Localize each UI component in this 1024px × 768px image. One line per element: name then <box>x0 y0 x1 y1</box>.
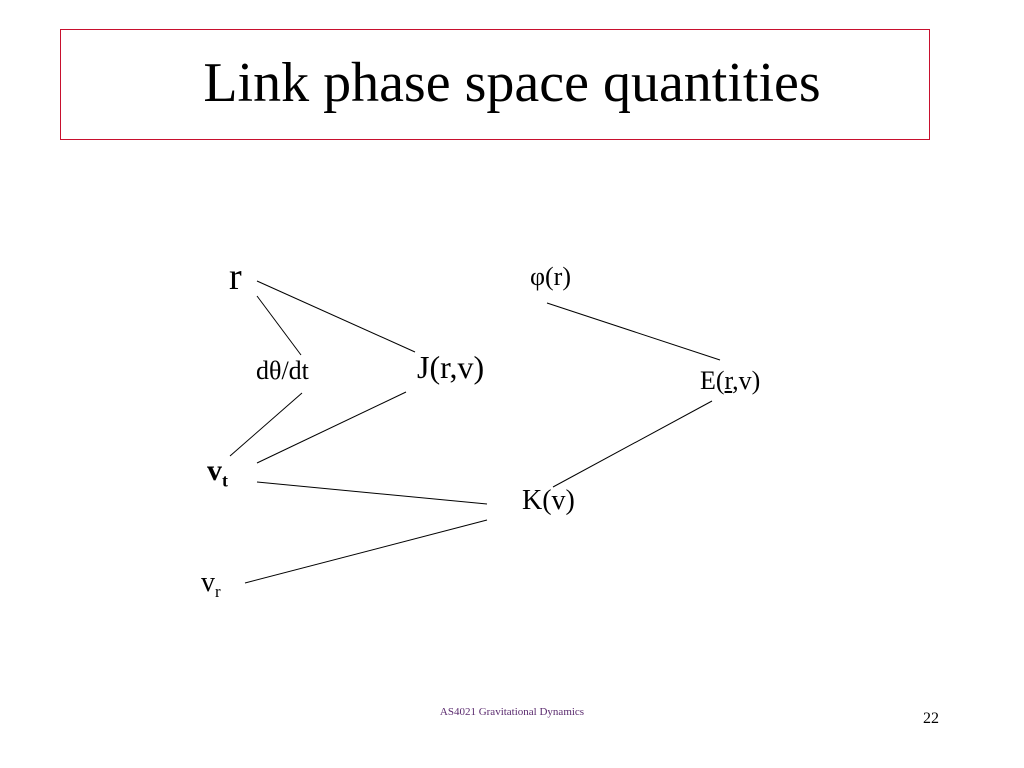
link-e-k <box>552 400 713 488</box>
slide-title: Link phase space quantities <box>203 52 821 114</box>
page-number: 22 <box>923 710 939 727</box>
link-j-vt <box>256 391 407 464</box>
link-r-j <box>256 280 416 353</box>
slide-footer: AS4021 Gravitational Dynamics <box>439 706 585 718</box>
node-v-t: vt <box>207 454 228 490</box>
node-k-v: K(v) <box>522 485 575 516</box>
link-phi-e <box>546 302 721 361</box>
link-vt-k <box>256 481 488 505</box>
node-v-t-base: v <box>207 454 222 487</box>
node-e-rv: E(r,v) <box>700 368 760 394</box>
node-phi-r: φ(r) <box>530 262 571 291</box>
title-box <box>60 29 930 140</box>
node-v-r-base: v <box>201 567 215 598</box>
link-r-dtheta <box>256 295 302 356</box>
node-j-rv: J(r,v) <box>417 349 485 385</box>
node-v-r: vr <box>201 567 221 600</box>
link-vr-k <box>244 519 488 584</box>
node-v-r-subscript: r <box>215 581 221 601</box>
node-v-t-subscript: t <box>222 470 228 491</box>
node-e-underlined-r: r <box>724 366 733 395</box>
node-dtheta-dt: dθ/dt <box>256 356 309 385</box>
node-r: r <box>229 256 242 298</box>
link-dtheta-vt <box>229 392 303 457</box>
node-e-prefix: E( <box>700 366 725 395</box>
node-e-suffix: ,v) <box>732 366 761 395</box>
